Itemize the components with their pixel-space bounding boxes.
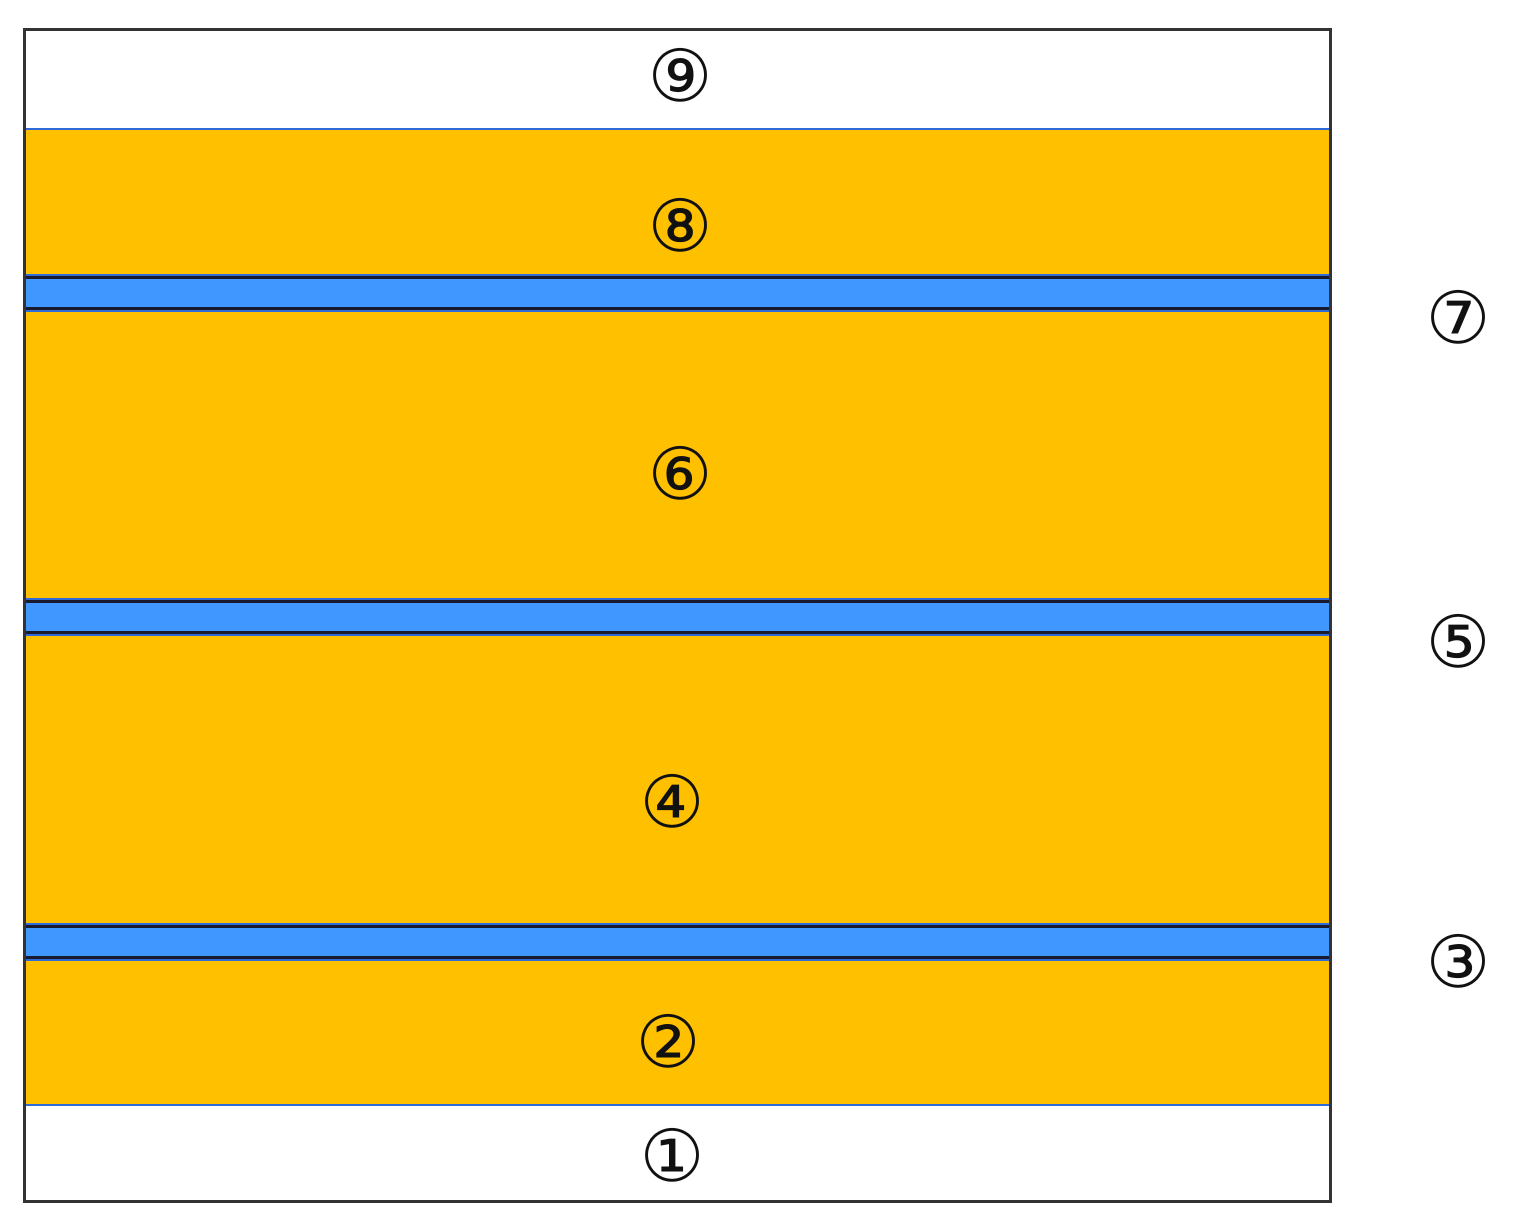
layer-label-5: ⑤ — [1425, 600, 1491, 684]
layer-8 — [26, 128, 1329, 276]
layer-3 — [26, 925, 1329, 959]
layer-label-6: ⑥ — [647, 432, 713, 516]
layer-6 — [26, 310, 1329, 600]
layer-1 — [26, 1106, 1329, 1200]
layer-label-1: ① — [639, 1114, 705, 1198]
layer-stack — [23, 28, 1332, 1203]
layer-label-4: ④ — [639, 760, 705, 844]
layer-label-9: ⑨ — [647, 34, 713, 118]
layer-label-7: ⑦ — [1425, 276, 1491, 360]
layer-2 — [26, 959, 1329, 1106]
layer-4 — [26, 634, 1329, 925]
layer-label-8: ⑧ — [647, 184, 713, 268]
layer-label-2: ② — [635, 1000, 701, 1084]
layer-5 — [26, 600, 1329, 634]
layer-label-3: ③ — [1425, 920, 1491, 1004]
layer-7 — [26, 276, 1329, 310]
layer-9 — [26, 31, 1329, 128]
